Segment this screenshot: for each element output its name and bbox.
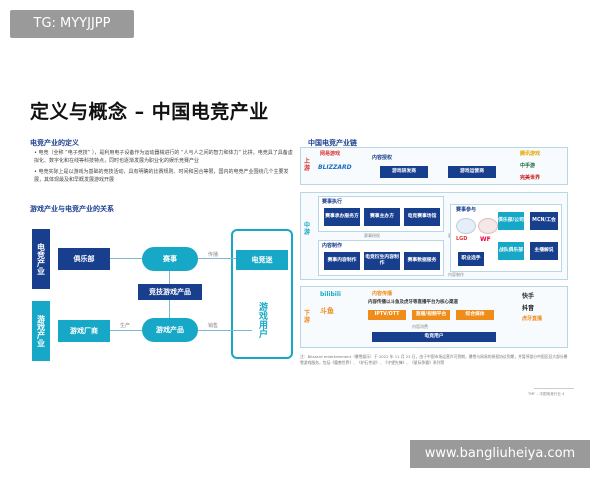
line-match-fan — [198, 258, 236, 259]
footer-divider — [534, 388, 574, 389]
watermark-top: TG: MYYJJPP — [10, 10, 134, 38]
consumer-label: 内容消费 — [412, 324, 428, 329]
tencent-logo: 腾讯游戏 — [520, 151, 541, 157]
footer-meta: TMF – 中国电竞行业 — [528, 392, 562, 396]
footnote: 注：Blizzard entertainment（暴雪娱乐）于 2022 年 1… — [300, 354, 568, 365]
midstream-label: 中游 — [304, 222, 311, 236]
content-arrow: 内容制作 — [448, 272, 464, 277]
downstream-label: 下游 — [304, 310, 311, 324]
upstream-label: 上游 — [304, 158, 311, 172]
douyin-logo: 抖音 — [522, 305, 535, 312]
product-oval: 游戏产品 — [142, 318, 198, 342]
esports-industry-label: 电竞产业 — [32, 229, 50, 289]
live-video-box: 直播/视频平台 — [412, 310, 450, 320]
content-prod-label: 内容制作 — [322, 243, 343, 249]
line-match-competitive — [169, 271, 170, 284]
definition-bullet-1: • 电竞（全称 “电子竞技” ），是利用电子设备作为运动器械进行的 “人与人之间… — [34, 150, 293, 164]
team-club-box: 战队俱乐部 — [498, 242, 524, 260]
publisher-box: 游戏厂商 — [58, 320, 110, 342]
fan-user-frame — [231, 229, 293, 359]
derivative-content-box: 电竞衍生内容制作 — [364, 252, 400, 270]
host-service-box: 赛事承办服务方 — [324, 208, 360, 226]
kuaishou-logo: 快手 — [522, 293, 535, 300]
mcn-box: MCN/工会 — [530, 212, 558, 230]
line-competitive-product — [169, 300, 170, 318]
lgd-logo: LGD — [456, 236, 468, 242]
produce-label: 生产 — [120, 323, 131, 329]
content-license-label: 内容授权 — [372, 155, 393, 161]
competitive-game-box: 竞技游戏产品 — [138, 284, 202, 300]
huya-logo: 虎牙直播 — [522, 316, 543, 322]
definition-heading: 电竞产业的定义 — [30, 139, 79, 147]
team-logo-1-icon — [456, 218, 476, 234]
match-content-box: 赛事内容制作 — [324, 252, 360, 270]
game-user-label: 游戏用户 — [257, 302, 267, 338]
bilibili-logo: bilibili — [320, 291, 341, 298]
data-service-box: 赛事数据服务 — [404, 252, 440, 270]
upstream-section — [300, 147, 568, 185]
fan-box: 电竞迷 — [236, 250, 288, 270]
blizzard-logo: BLIZZARD — [318, 164, 352, 171]
esports-user-box: 电竞用户 — [372, 332, 496, 342]
line-product-user — [198, 330, 252, 331]
page-number: 4 — [562, 392, 565, 396]
match-license-arrow: 赛事授权 — [364, 233, 380, 238]
iptv-box: IPTV/OTT — [368, 310, 406, 320]
page-title: 定义与概念 – 中国电竞产业 — [30, 101, 269, 123]
cmge-logo: 中手游 — [520, 163, 536, 169]
club-box: 俱乐部 — [58, 248, 110, 270]
wf-logo: WF — [480, 236, 491, 243]
match-exec-label: 赛事执行 — [322, 199, 343, 205]
content-spread-label: 内容传播 — [372, 291, 393, 297]
footer-text: TMF – 中国电竞行业 4 — [528, 392, 564, 397]
organizer-box: 赛事主办方 — [364, 208, 400, 226]
netease-logo: 网易游戏 — [320, 151, 341, 157]
game-developer-box: 游戏研发商 — [380, 166, 428, 178]
douyu-logo: 斗鱼 — [320, 307, 334, 315]
definition-bullet-2: • 电竞实际上是以游戏为基础的竞技活动，具有明确的比赛规则、时间和回合等限，国内… — [34, 169, 289, 183]
line-club-match — [110, 258, 142, 259]
relation-heading: 游戏产业与电竞产业的关系 — [30, 205, 114, 213]
spread-label: 传播 — [208, 252, 219, 258]
participate-label: 赛事参与 — [456, 207, 477, 213]
sell-label: 销售 — [208, 323, 219, 329]
club-company-box: 俱乐部/公司 — [498, 212, 524, 230]
venue-box: 电竞赛事场馆 — [404, 208, 440, 226]
chain-heading: 中国电竞产业链 — [308, 139, 357, 147]
pro-player-box: 职业选手 — [458, 252, 484, 266]
anchor-box: 主播解说 — [530, 242, 558, 260]
team-logo-2-icon — [478, 218, 498, 234]
pipeline-text: 内容传播以斗鱼及虎牙等直播平台为核心渠道 — [368, 300, 458, 305]
line-publisher-product — [110, 330, 142, 331]
game-operator-box: 游戏运营商 — [448, 166, 496, 178]
perfect-world-logo: 完美世界 — [520, 175, 541, 181]
match-oval: 赛事 — [142, 247, 198, 271]
media-box: 综合媒体 — [456, 310, 494, 320]
watermark-bottom: www.bangliuheiya.com — [410, 440, 590, 468]
game-industry-label: 游戏产业 — [32, 301, 50, 361]
